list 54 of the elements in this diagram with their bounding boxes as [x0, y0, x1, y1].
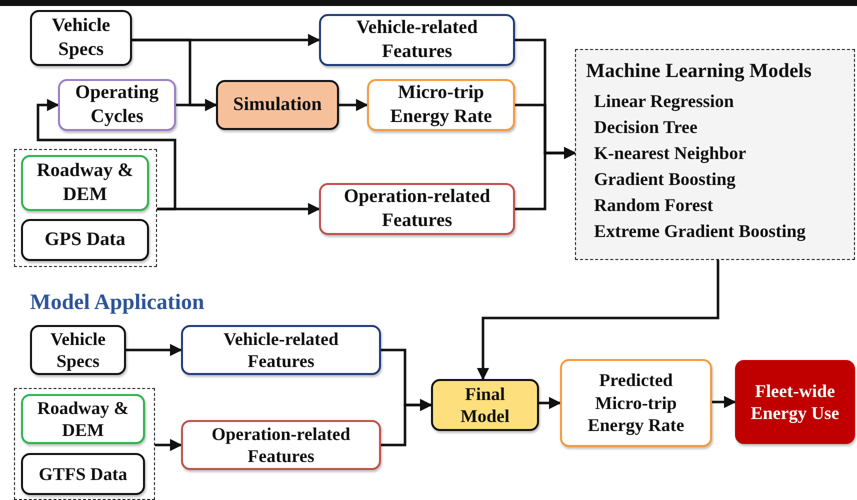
dashed-group-box [14, 388, 155, 500]
node-label: Final Model [460, 382, 510, 428]
process-box [21, 453, 145, 495]
node-label: Operation-related Features [342, 185, 492, 233]
process-box [735, 360, 855, 444]
list-item: Decision Tree [594, 116, 698, 140]
node-label: GTFS Data [38, 462, 128, 486]
process-box [367, 79, 515, 131]
arrow [712, 396, 736, 408]
node-label: Simulation [233, 93, 322, 117]
model-list-box [575, 49, 855, 260]
process-box [21, 219, 149, 261]
arrow [155, 438, 182, 452]
arrow [476, 260, 720, 380]
node-label: Predicted Micro-trip Energy Rate [586, 369, 686, 437]
process-box [21, 155, 149, 211]
arrow [539, 396, 562, 410]
process-box [21, 394, 145, 444]
node-label: Vehicle-related Features [355, 16, 479, 64]
process-box [30, 10, 132, 66]
process-box [181, 325, 381, 375]
arrow [381, 398, 432, 446]
list-item: Extreme Gradient Boosting [594, 220, 806, 244]
arrow [157, 202, 320, 216]
arrow [36, 98, 176, 210]
process-box [319, 183, 515, 235]
process-box [30, 325, 126, 375]
process-box [319, 14, 515, 66]
list-item: Gradient Boosting [594, 168, 736, 192]
node-label: Roadway & DEM [36, 396, 130, 442]
node-label: Vehicle Specs [50, 14, 112, 62]
node-label: Roadway & DEM [36, 159, 134, 207]
process-box [431, 379, 539, 431]
node-label: Fleet-wide Energy Use [750, 380, 840, 424]
list-item: Random Forest [594, 194, 714, 218]
arrow [126, 344, 182, 356]
arrow [515, 146, 576, 210]
node-label: Vehicle-related Features [222, 328, 340, 372]
arrow [176, 98, 218, 112]
arrow [339, 98, 368, 112]
node-label: Operation-related Features [210, 422, 352, 468]
section-heading: Model Application [30, 289, 204, 315]
list-item: K-nearest Neighbor [594, 142, 746, 166]
node-label: Vehicle Specs [49, 328, 107, 372]
dashed-group-box [14, 149, 157, 267]
node-label: Operating Cycles [74, 81, 160, 129]
list-heading: Machine Learning Models [586, 59, 812, 84]
node-label: GPS Data [44, 228, 126, 252]
process-box [181, 420, 381, 470]
process-box [216, 80, 339, 130]
node-label: Micro-trip Energy Rate [389, 81, 493, 129]
list-item: Linear Regression [594, 90, 734, 113]
process-box [560, 359, 712, 447]
process-box [58, 79, 176, 131]
